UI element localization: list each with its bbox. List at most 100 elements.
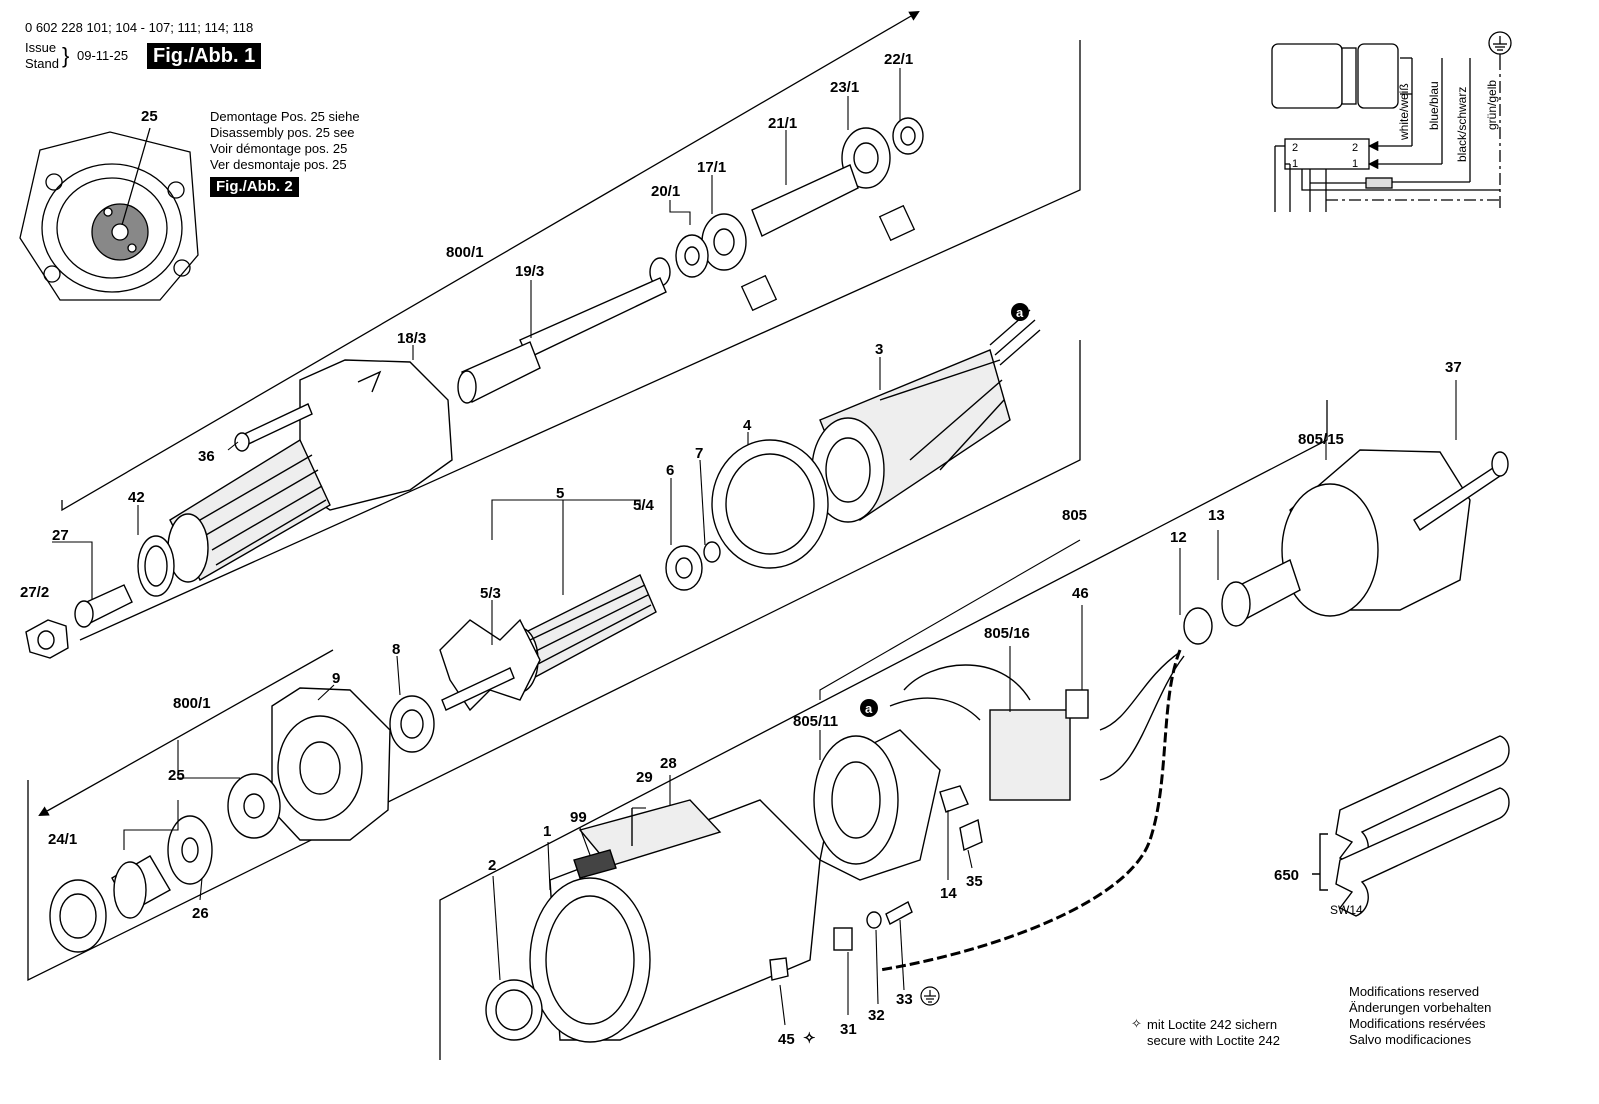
part-label: 14 (940, 885, 957, 902)
part-label: 27/2 (20, 584, 49, 601)
part-label: 4 (743, 417, 752, 434)
part-label: 37 (1445, 359, 1462, 376)
stand-label: Stand (25, 56, 59, 71)
part-label: 13 (1208, 507, 1225, 524)
part-label: 805/16 (984, 625, 1030, 642)
loctite-note-en: secure with Loctite 242 (1147, 1033, 1280, 1048)
figure-title: Fig./Abb. 1 (147, 43, 262, 69)
spanners-650 (1312, 735, 1510, 917)
terminal-label: 1 (1352, 158, 1358, 170)
spindle-assembly (457, 117, 924, 404)
wire-label-green-yellow: grün/gelb (1485, 80, 1499, 130)
part-label: 45 (778, 1031, 795, 1048)
part-label: 22/1 (884, 51, 913, 68)
screw-45 (769, 957, 789, 981)
part-label: 17/1 (697, 159, 726, 176)
part-label: 650 (1274, 867, 1299, 884)
part-labels: 25 22/1 23/1 21/1 17/1 20/1 800/1 19/3 1… (20, 51, 1462, 1048)
plug-46 (1065, 689, 1089, 719)
connection-marker-bg (1011, 303, 1029, 321)
switch-805-16 (989, 709, 1071, 801)
part-label: 805/15 (1298, 431, 1344, 448)
part-label: 805 (1062, 507, 1087, 524)
connection-marker: a (865, 701, 873, 716)
part-label: 8 (392, 641, 400, 658)
part-label: 800/1 (173, 695, 211, 712)
end-shield-group (49, 687, 391, 953)
leader-lines (52, 68, 1457, 1026)
wire-label-white: white/weiß (1397, 83, 1411, 141)
middle-assembly-frame (27, 340, 1081, 982)
disassembly-note-en: Disassembly pos. 25 see (210, 125, 355, 140)
part-label: 19/3 (515, 263, 544, 280)
clip-14 (939, 785, 969, 813)
part-label: 9 (332, 670, 340, 687)
lower-left-axis (38, 649, 334, 817)
screw-35 (959, 818, 983, 852)
part-label: 7 (695, 445, 703, 462)
motor-middle (389, 309, 1041, 753)
group-frames (27, 10, 1500, 1060)
shaft-21-1 (751, 164, 859, 237)
terminal-label: 1 (1292, 158, 1298, 170)
part-label: 6 (666, 462, 674, 479)
loctite-star-icon: ✧ (1131, 1016, 1142, 1031)
rear-assembly (813, 449, 1509, 972)
part-numbers: 0 602 228 101; 104 - 107; 111; 114; 118 (25, 20, 254, 35)
part-label: 46 (1072, 585, 1089, 602)
part-label: 24/1 (48, 831, 77, 848)
modifications-en: Modifications reserved (1349, 984, 1480, 999)
part-label: 805/11 (793, 713, 838, 730)
wiring-diagram (1271, 31, 1512, 212)
part-label: 35 (966, 873, 983, 890)
part-label: 99 (570, 809, 587, 826)
part-label: 27 (52, 527, 69, 544)
part-label: 5 (556, 485, 564, 502)
tool-size-label: SW14 (1330, 903, 1363, 917)
part-label: 33 (896, 991, 913, 1008)
part-label: 36 (198, 448, 215, 465)
disassembly-note-es: Ver desmontaje pos. 25 (210, 157, 347, 172)
modifications-fr: Modifications resérvées (1349, 1016, 1486, 1031)
part-label: 32 (868, 1007, 885, 1024)
spindle-19-3 (519, 277, 667, 359)
modifications-es: Salvo modificaciones (1349, 1032, 1472, 1047)
washer-32 (866, 911, 882, 929)
part-label: 21/1 (768, 115, 797, 132)
ground-icon (920, 986, 940, 1006)
part-label: 5/4 (633, 497, 655, 514)
terminal-label: 2 (1352, 142, 1358, 154)
part-label: 42 (128, 489, 145, 506)
wire-label-black: black/schwarz (1455, 87, 1469, 162)
upper-assembly-axis (61, 10, 920, 512)
motor-housing (485, 799, 913, 1043)
part-label: 28 (660, 755, 677, 772)
grommet-12 (1183, 607, 1213, 645)
disassembly-note-de: Demontage Pos. 25 siehe (210, 109, 360, 124)
gear-housing (25, 359, 453, 659)
washer-7 (703, 541, 721, 563)
issue-date: 09-11-25 (77, 48, 129, 63)
brace-glyph: } (62, 43, 70, 68)
part-label: 29 (636, 769, 653, 786)
part-label: 3 (875, 341, 883, 358)
part-label: 2 (488, 857, 496, 874)
loctite-note-de: mit Loctite 242 sichern (1147, 1017, 1278, 1032)
wire-label-blue: blue/blau (1427, 81, 1441, 130)
loctite-star-icon: ✧ (803, 1030, 816, 1047)
lower-assembly-frame (439, 400, 1328, 1060)
connection-marker-bg (860, 699, 878, 717)
issue-label: Issue (25, 40, 57, 55)
part-label: 26 (192, 905, 209, 922)
disassembly-note-fr: Voir démontage pos. 25 (210, 141, 348, 156)
part-label: 5/3 (480, 585, 501, 602)
modifications-de: Änderungen vorbehalten (1349, 1000, 1492, 1015)
part-label: 18/3 (397, 330, 426, 347)
connection-marker: a (1016, 305, 1024, 320)
part-label: 23/1 (830, 79, 859, 96)
part-label: 31 (840, 1021, 857, 1038)
clip-31 (833, 927, 853, 951)
part-label: 25 (168, 767, 185, 784)
terminal-label: 2 (1292, 142, 1298, 154)
